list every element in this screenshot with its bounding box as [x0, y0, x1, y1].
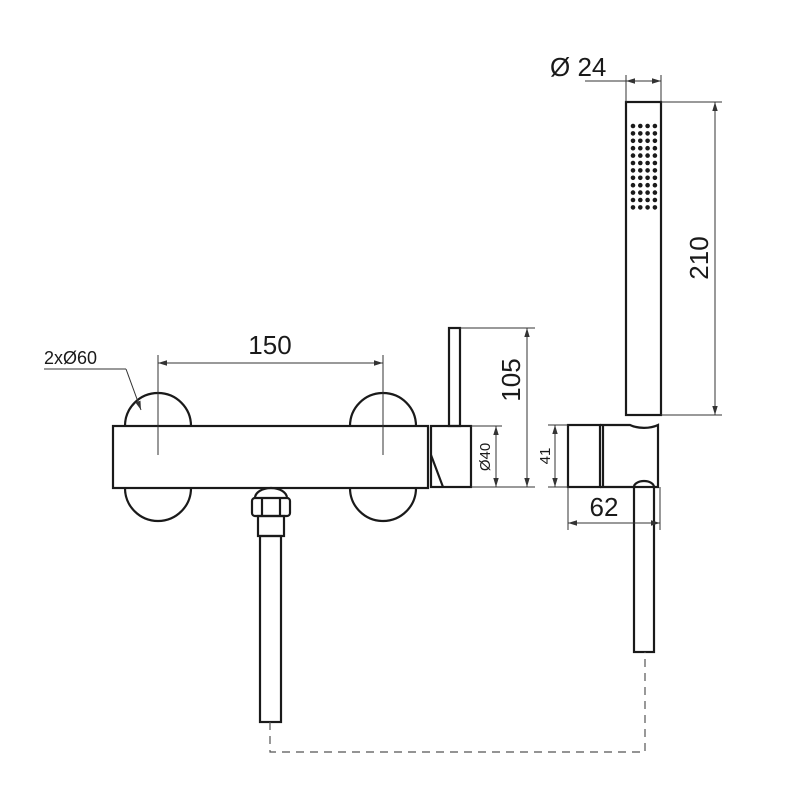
spray-nozzle-dot [645, 168, 650, 173]
spray-nozzle-dot [645, 131, 650, 136]
hand-shower [624, 100, 663, 417]
spray-nozzle-dot [638, 160, 643, 166]
dimension-label-holder-depth: 62 [590, 492, 619, 522]
spray-nozzle-dot [652, 190, 658, 195]
dimension-centers: 150 [157, 330, 384, 455]
spray-nozzle-dot [652, 182, 658, 188]
spray-nozzle-dot [652, 138, 658, 144]
spray-nozzles [630, 123, 658, 210]
dimension-label-shower-length: 210 [684, 236, 714, 279]
dimension-label-shower-diameter: Ø 24 [550, 52, 606, 82]
spray-nozzle-dot [638, 190, 643, 195]
spray-nozzle-dot [630, 182, 636, 188]
spray-nozzle-dot [652, 131, 658, 136]
spray-nozzle-dot [645, 175, 650, 181]
mixer-handle [429, 326, 473, 489]
spray-nozzle-dot [645, 190, 650, 195]
spray-nozzle-dot [630, 160, 636, 166]
dimension-flange: 2xØ60 [44, 348, 142, 411]
spray-nozzle-dot [652, 145, 658, 151]
spray-nozzle-dot [652, 175, 658, 181]
spray-nozzle-dot [645, 153, 650, 158]
spray-nozzle-dot [630, 168, 636, 173]
spray-nozzle-dot [652, 123, 658, 129]
spray-nozzle-dot [652, 160, 658, 166]
spray-nozzle-dot [638, 182, 643, 188]
spray-nozzle-dot [652, 153, 658, 158]
dimension-handle-height: 105 [460, 327, 535, 488]
dimension-label-body-diameter: Ø40 [477, 443, 494, 471]
spray-nozzle-dot [638, 205, 643, 210]
spray-nozzle-dot [652, 168, 658, 173]
dimension-label-centers: 150 [248, 330, 291, 360]
dimension-label-holder-height: 41 [537, 448, 554, 465]
dimension-holder-depth: 62 [567, 487, 661, 530]
hose-connection-dashed [269, 652, 646, 753]
mixer-body [111, 424, 430, 490]
spray-nozzle-dot [645, 138, 650, 144]
spray-nozzle-dot [645, 160, 650, 166]
outlet-pipe [250, 486, 292, 724]
spray-nozzle-dot [630, 138, 636, 144]
shower-holder [566, 423, 660, 489]
dimension-label-handle-height: 105 [496, 358, 526, 401]
spray-nozzle-dot [638, 131, 643, 136]
dimension-shower-length: 210 [661, 101, 722, 416]
spray-nozzle-dot [638, 145, 643, 151]
spray-nozzle-dot [645, 197, 650, 203]
spray-nozzle-dot [645, 123, 650, 129]
spray-nozzle-dot [638, 153, 643, 158]
shower-hose [632, 485, 656, 654]
spray-nozzle-dot [645, 182, 650, 188]
spray-nozzle-dot [630, 205, 636, 210]
spray-nozzle-dot [630, 131, 636, 136]
dimension-body-diameter: Ø40 [471, 425, 502, 487]
spray-nozzle-dot [630, 190, 636, 195]
spray-nozzle-dot [645, 205, 650, 210]
spray-nozzle-dot [630, 153, 636, 158]
spray-nozzle-dot [638, 123, 643, 129]
spray-nozzle-dot [638, 168, 643, 173]
spray-nozzle-dot [630, 145, 636, 151]
spray-nozzle-dot [652, 197, 658, 203]
spray-nozzle-dot [645, 145, 650, 151]
spray-nozzle-dot [630, 123, 636, 129]
spray-nozzle-dot [652, 205, 658, 210]
dimension-label-flange: 2xØ60 [44, 348, 97, 368]
spray-nozzle-dot [638, 175, 643, 181]
spray-nozzle-dot [638, 197, 643, 203]
dimension-shower-diameter: Ø 24 [550, 52, 662, 102]
spray-nozzle-dot [638, 138, 643, 144]
spray-nozzle-dot [630, 197, 636, 203]
dimension-holder-height: 41 [537, 424, 568, 488]
spray-nozzle-dot [630, 175, 636, 181]
